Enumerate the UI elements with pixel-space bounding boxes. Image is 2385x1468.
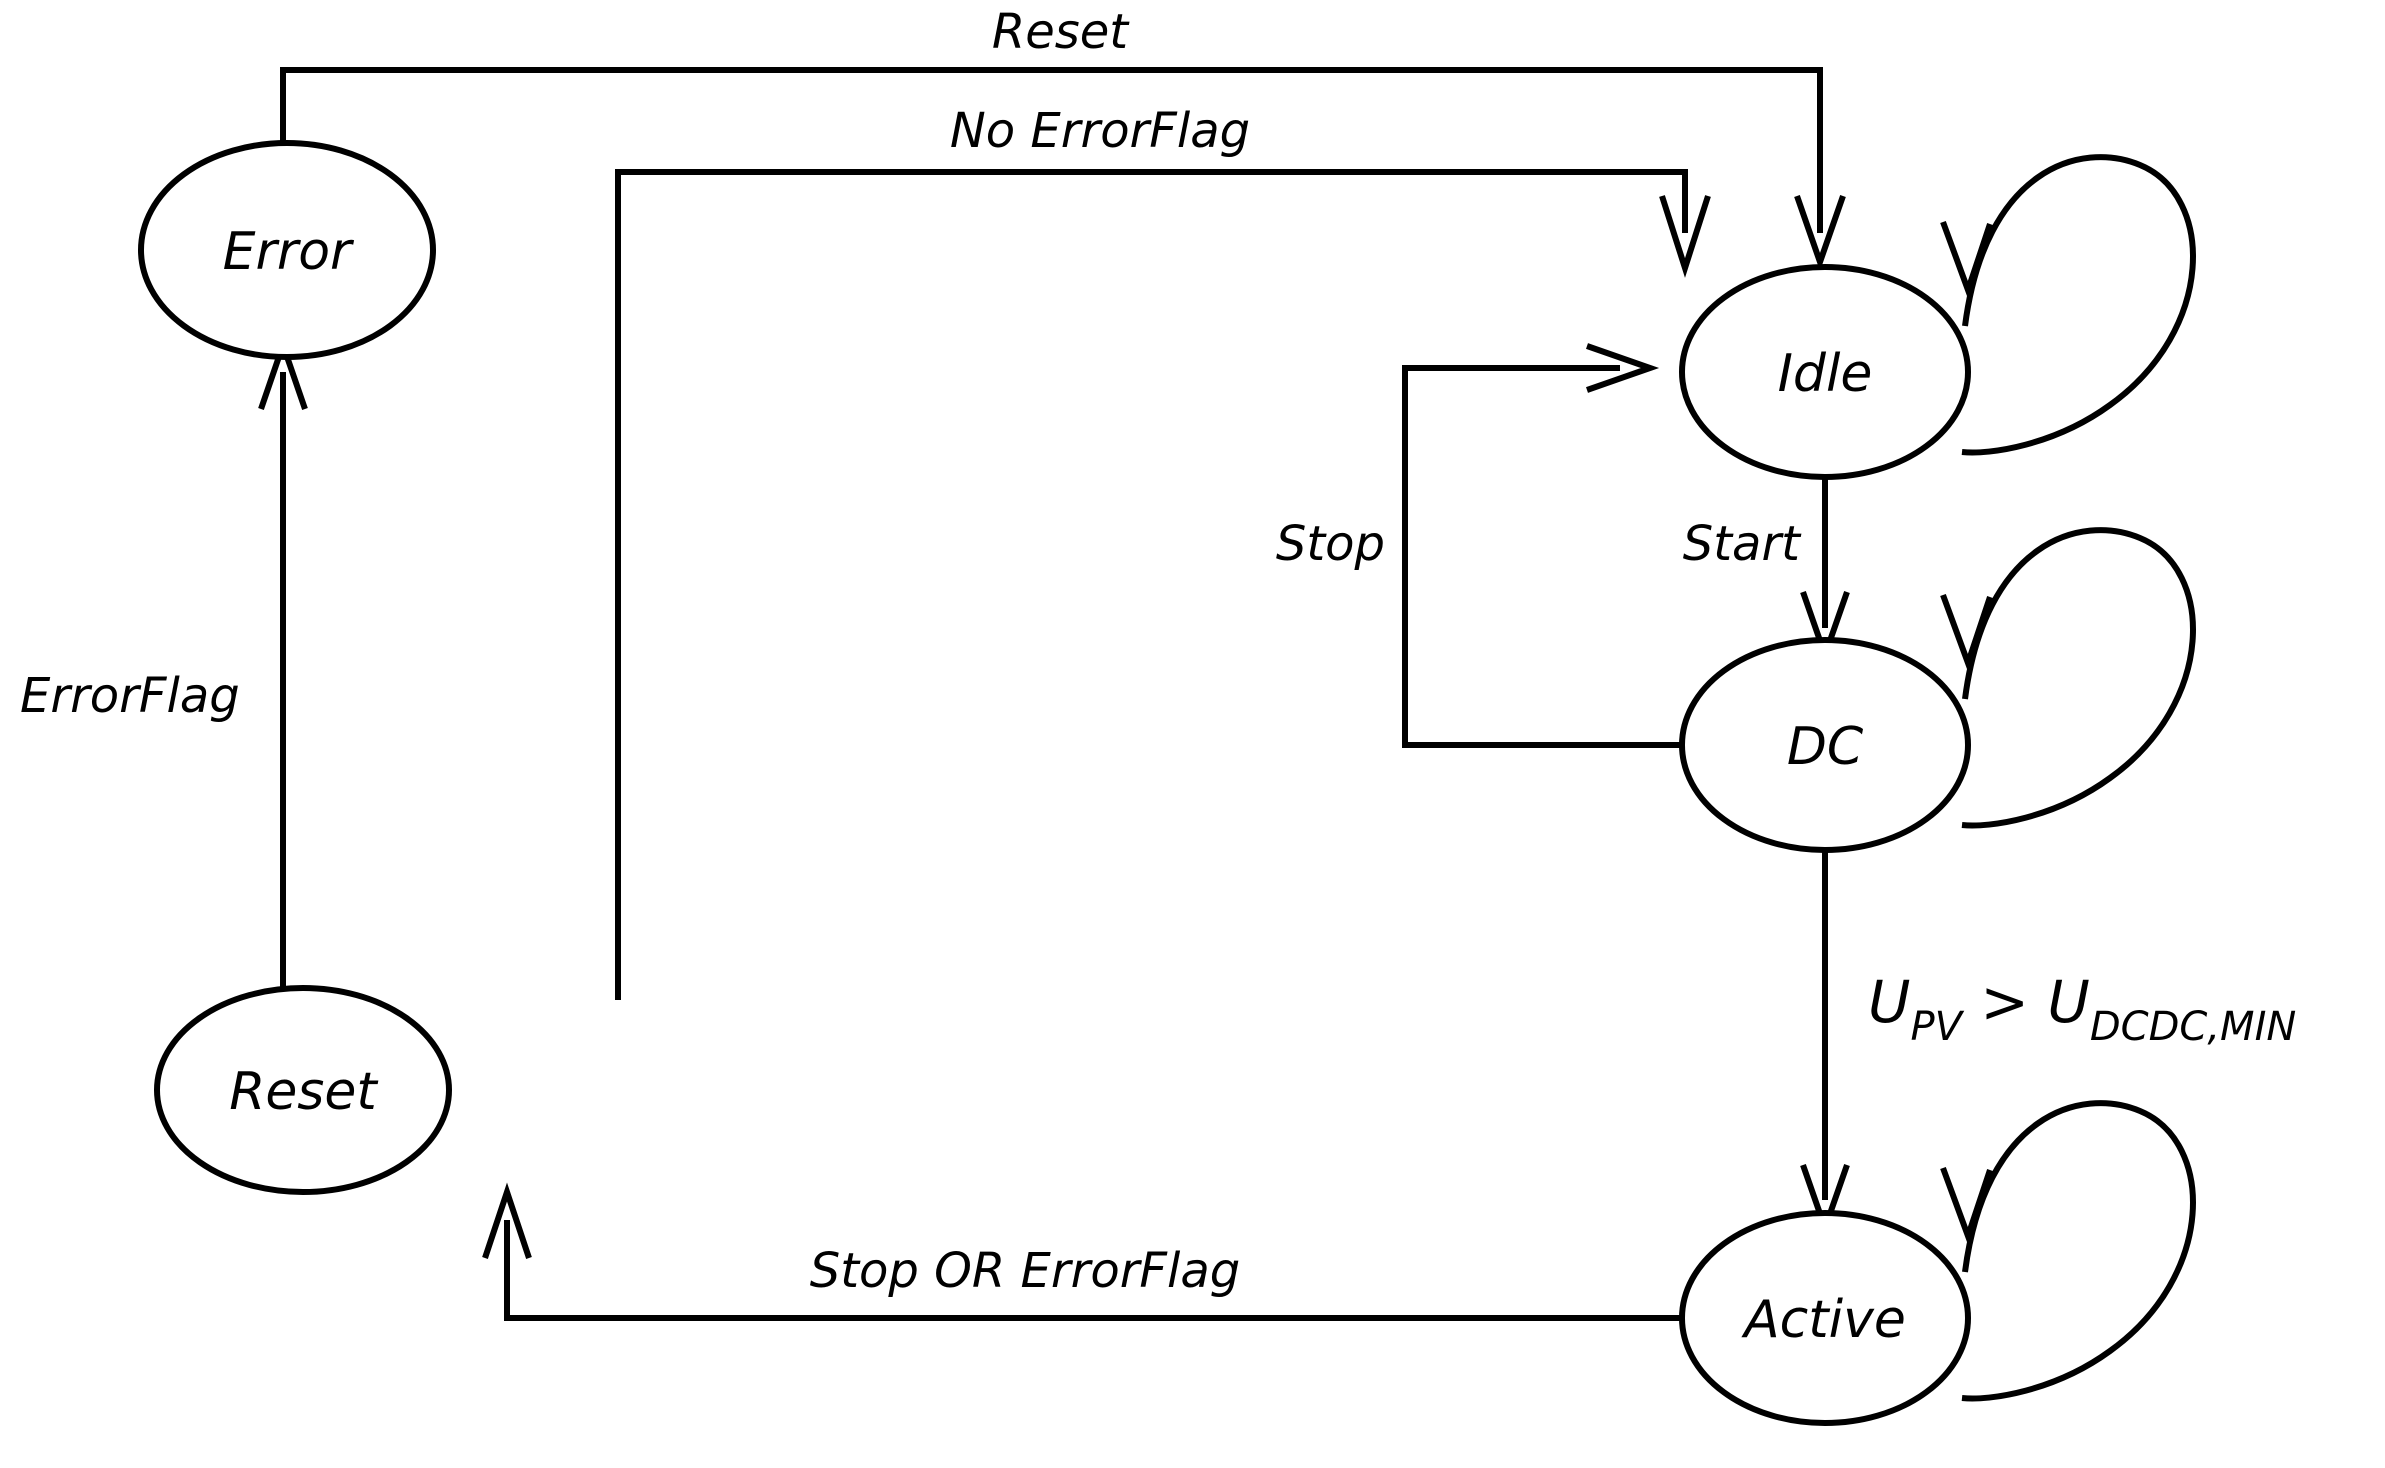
self-loop-dc[interactable]	[1940, 527, 2196, 829]
transition-reset-to-idle-line	[615, 169, 1688, 1000]
state-ellipse-error	[138, 140, 436, 360]
state-node-idle[interactable]: Idle	[1679, 264, 1971, 480]
state-ellipse-active	[1679, 1210, 1971, 1426]
transition-label-stop: Stop	[1276, 516, 1385, 572]
transition-label-no-errorflag: No ErrorFlag	[950, 103, 1250, 159]
transition-dc-to-idle-line	[1402, 365, 1682, 748]
arrowhead-into-idle-reset	[1794, 195, 1846, 272]
transition-reset-to-error[interactable]: ErrorFlag	[20, 335, 308, 1000]
state-node-dc[interactable]: DC	[1679, 637, 1971, 853]
transition-label-stop-or-errorflag: Stop OR ErrorFlag	[810, 1243, 1241, 1299]
formula-operator: >	[1980, 968, 2029, 1036]
arrowhead-into-reset	[482, 1182, 532, 1259]
transition-reset-to-idle[interactable]: No ErrorFlag	[615, 103, 1711, 1000]
arrowhead-self-loop-idle	[1940, 220, 1993, 300]
arrowhead-self-loop-dc	[1940, 593, 1993, 673]
transition-label-errorflag: ErrorFlag	[20, 668, 240, 724]
arrowhead-self-loop-active	[1940, 1166, 1993, 1246]
formula-u1: U	[1868, 968, 1910, 1036]
state-label-reset: Reset	[229, 1062, 378, 1122]
transition-error-to-idle-line	[280, 67, 1823, 233]
transition-label-reset: Reset	[992, 4, 1130, 60]
transition-idle-to-dc[interactable]: Start	[1683, 477, 1850, 665]
state-label-error: Error	[223, 222, 355, 282]
formula-u2-subscript: DCDC,MIN	[2090, 1004, 2296, 1050]
transition-label-voltage-condition: UPV > UDCDC,MIN	[1868, 968, 2296, 1050]
state-label-active: Active	[1741, 1290, 1906, 1350]
state-node-active[interactable]: Active	[1679, 1210, 1971, 1426]
transition-label-start: Start	[1683, 516, 1802, 572]
transition-dc-to-idle[interactable]: Stop	[1276, 343, 1682, 748]
self-loop-idle-path	[1961, 154, 2196, 456]
self-loop-dc-path	[1961, 527, 2196, 829]
state-ellipse-reset	[154, 985, 452, 1195]
arrowhead-into-idle-noerrorflag	[1659, 195, 1711, 278]
self-loop-idle[interactable]	[1940, 154, 2196, 456]
arrowhead-into-idle-stop	[1586, 343, 1660, 393]
state-ellipse-dc	[1679, 637, 1971, 853]
transition-active-to-reset-line	[504, 1220, 1682, 1321]
state-ellipse-idle	[1679, 264, 1971, 480]
transition-error-to-idle[interactable]: Reset	[280, 4, 1846, 272]
state-node-reset[interactable]: Reset	[154, 985, 452, 1195]
formula-u1-subscript: PV	[1910, 1004, 1964, 1050]
transition-dc-to-active[interactable]: UPV > UDCDC,MIN	[1800, 850, 2296, 1238]
transition-active-to-reset[interactable]: Stop OR ErrorFlag	[482, 1182, 1682, 1321]
formula-u2: U	[2047, 968, 2089, 1036]
state-node-error[interactable]: Error	[138, 140, 436, 360]
self-loop-active[interactable]	[1940, 1100, 2196, 1402]
self-loop-active-path	[1961, 1100, 2196, 1402]
state-label-idle: Idle	[1778, 344, 1873, 404]
state-label-dc: DC	[1787, 717, 1864, 777]
